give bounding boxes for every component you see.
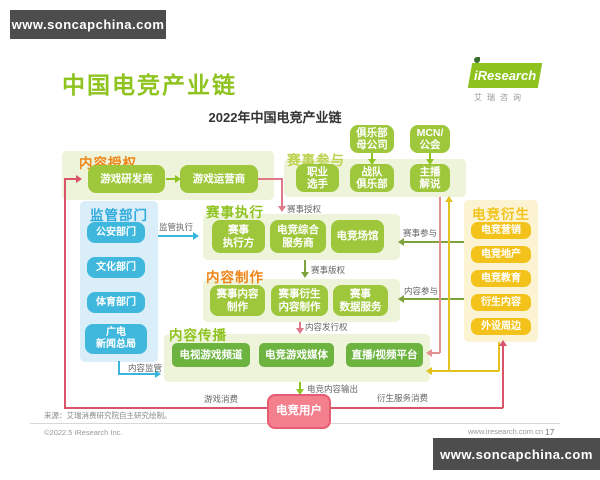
node-esports-education: 电竞教育 [471,270,531,287]
arrowhead [426,367,432,375]
arrowhead [426,159,434,165]
iresearch-logo-text: iResearch [473,68,537,83]
arrowhead [76,175,82,183]
node-mcn-guild: MCN/ 公会 [410,125,450,153]
section-label-content-production: 内容制作 [206,270,264,285]
arrowhead [368,159,376,165]
node-esports-user: 电竞用户 [267,394,331,429]
iresearch-logo-plate: iResearch [467,63,543,88]
page-title: 中国电竞产业链 [62,72,237,98]
edge-label-content-participation: 内容参与 [404,286,439,296]
node-tv-game-channel: 电视游戏频道 [172,343,250,367]
node-esports-venue: 电竞场馆 [331,220,384,253]
arrowhead [398,238,404,246]
node-event-content-production: 赛事内容 制作 [210,285,265,316]
line-derivatives-flow [498,342,500,371]
leaf-icon [474,57,480,63]
arrowhead [193,232,199,240]
node-derivative-content-production: 赛事衍生 内容制作 [271,285,328,316]
edge-label-derivative-consumption: 衍生服务消费 [377,393,429,403]
line-derivatives-flow [432,370,499,372]
edge-label-event-copyright: 赛事版权 [311,265,346,275]
footer-copyright: ©2022.5 iResearch Inc. [44,428,123,437]
line-mcn-host [429,153,431,161]
edge-label-regulate-exec: 监管执行 [159,222,194,232]
line-user-loop-left [64,178,78,180]
node-live-video-platform: 直播/视频平台 [346,343,423,367]
line-club-team [371,153,373,161]
arrowhead [301,272,309,278]
arrowhead [278,206,286,212]
node-esports-marketing: 电竞营销 [471,222,531,239]
node-sports-dept: 体育部门 [87,292,145,313]
line-regulate-exec [158,235,196,237]
line-distribution-right [299,322,301,330]
line-participant-platform [432,352,440,354]
section-label-derivatives: 电竞衍生 [472,207,530,222]
section-label-content-distribution: 内容传播 [169,328,227,343]
line-event-license [258,178,282,180]
footer-site: www.iresearch.com.cn [468,427,544,436]
node-pro-player: 职业 选手 [296,164,339,192]
line-event-participation [404,241,464,243]
node-esports-media: 电竞游戏媒体 [259,343,334,367]
line-content-participation [404,298,464,300]
arrowhead [426,349,432,357]
node-esports-realestate: 电竞地产 [471,246,531,263]
watermark-bottom: www.soncapchina.com [433,438,600,470]
line-event-license [281,178,283,207]
node-club-parent: 俱乐部 母公司 [350,125,394,153]
node-host-commentator: 主播 解说 [410,164,450,192]
line-content-output [299,382,301,391]
arrowhead [296,328,304,334]
arrowhead [155,370,161,378]
line-user-loop-right [502,346,504,408]
node-derivative-content: 衍生内容 [471,294,531,311]
footer-page-number: 17 [545,427,555,437]
arrowhead [296,389,304,395]
arrowhead [445,196,453,202]
node-game-operator: 游戏运营商 [180,165,258,193]
node-peripherals: 外设周边 [471,318,531,335]
node-esports-service: 电竞综合 服务商 [270,220,326,253]
line-derivatives-flow [448,202,450,371]
arrowhead [175,175,181,183]
watermark-top: www.soncapchina.com [10,10,166,39]
edge-label-content-output: 电竞内容输出 [307,384,359,394]
arrowhead [499,340,507,346]
line-content-regulate [118,373,158,375]
line-participant-platform [439,197,441,353]
section-label-regulators: 监管部门 [90,208,148,223]
node-team-club: 战队 俱乐部 [350,164,394,192]
edge-label-event-license: 赛事授权 [287,204,322,214]
node-game-developer: 游戏研发商 [88,165,165,193]
arrowhead [398,295,404,303]
section-label-event-execution: 赛事执行 [206,205,264,220]
footer-source: 来源：艾瑞消费研究院自主研究绘制。 [44,411,172,420]
line-content-regulate [118,361,120,374]
edge-label-event-participation: 赛事参与 [403,228,438,238]
diagram-title: 2022年中国电竞产业链 [208,110,342,125]
line-event-copyright [304,260,306,273]
line-user-loop-left [64,178,66,408]
edge-label-game-consumption: 游戏消费 [204,394,239,404]
node-event-data-service: 赛事 数据服务 [333,285,388,316]
node-culture-dept: 文化部门 [87,257,145,278]
node-event-executor: 赛事 执行方 [212,220,265,253]
edge-label-content-regulate: 内容监管 [128,363,163,373]
iresearch-logo-cn: 艾瑞咨询 [474,93,526,102]
node-radio-tv-admin: 广电 新闻总局 [85,324,147,354]
line-license-internal [166,178,178,180]
edge-label-distribution-right: 内容发行权 [305,322,348,332]
node-public-security: 公安部门 [87,222,145,243]
